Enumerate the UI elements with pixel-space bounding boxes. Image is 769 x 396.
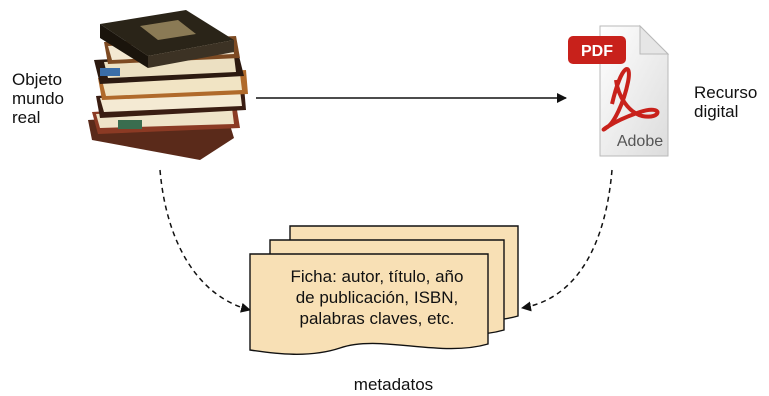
metadata-caption: metadatos bbox=[353, 375, 434, 394]
real-object-label: Objeto mundo real bbox=[12, 70, 64, 127]
books-stack-icon bbox=[88, 10, 248, 160]
arrow-resource-to-metadata bbox=[521, 169, 613, 312]
pdf-badge-text: PDF bbox=[581, 43, 613, 60]
pdf-document-icon bbox=[568, 24, 670, 157]
metadata-cards bbox=[249, 225, 519, 355]
digital-resource-label: Recurso digital bbox=[694, 83, 758, 121]
metadata-card-front bbox=[249, 253, 489, 355]
adobe-text: Adobe bbox=[617, 133, 663, 150]
metadata-card-text: Ficha: autor, título, año de publicación… bbox=[290, 267, 464, 328]
arrow-object-to-metadata bbox=[159, 169, 251, 313]
